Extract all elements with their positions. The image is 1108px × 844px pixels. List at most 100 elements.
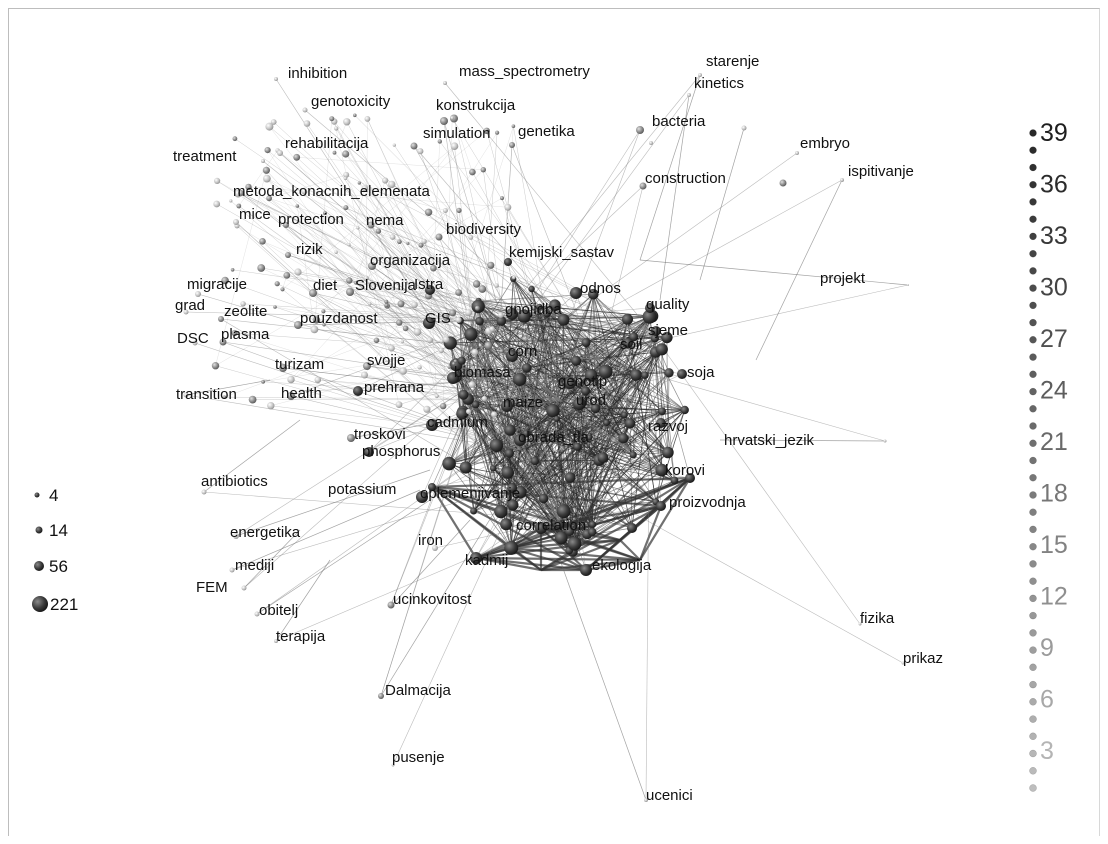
node-label-nema: nema — [366, 212, 404, 229]
network-node — [417, 365, 422, 370]
network-edge — [475, 449, 631, 559]
node-label-oplemenjivanje: oplemenjivanje — [420, 485, 520, 502]
network-edge — [450, 342, 606, 373]
node-label-metoda_konacnih_elemenata: metoda_konacnih_elemenata — [233, 183, 430, 200]
degree-scale-marker — [1029, 232, 1037, 241]
network-node — [283, 272, 291, 279]
node-label-razvoj: razvoj — [648, 418, 688, 435]
network-edge — [261, 267, 442, 351]
network-edge — [540, 558, 641, 572]
node-label-grad: grad — [175, 297, 205, 314]
network-edge — [654, 338, 670, 373]
network-edge — [269, 126, 501, 321]
network-node — [322, 323, 326, 327]
node-label-turizam: turizam — [275, 356, 324, 373]
network-node — [655, 463, 668, 477]
network-node — [556, 504, 571, 519]
node-maize — [501, 400, 513, 412]
network-node — [343, 118, 351, 126]
network-edge — [649, 329, 662, 507]
node-label-korovi: korovi — [665, 462, 705, 479]
network-edge — [334, 121, 400, 405]
node-migracije — [195, 291, 201, 297]
network-edge — [556, 418, 633, 529]
node-soil — [623, 338, 633, 348]
degree-scale-marker — [1029, 749, 1037, 758]
node-iron — [432, 545, 438, 551]
network-edge — [439, 141, 601, 361]
network-node — [511, 124, 516, 128]
node-ispitivanje — [840, 178, 844, 182]
network-node — [522, 429, 531, 438]
network-node — [624, 418, 636, 429]
network-edge — [269, 174, 347, 199]
node-GIS — [423, 317, 435, 329]
node-label-genotoxicity: genotoxicity — [311, 93, 391, 110]
degree-scale-marker — [1029, 767, 1037, 775]
network-edge — [399, 241, 481, 381]
network-edge — [445, 126, 514, 340]
node-label-migracije: migracije — [187, 276, 247, 293]
network-edge — [540, 505, 662, 571]
node-prehrana — [353, 386, 363, 396]
degree-scale-marker — [1029, 180, 1037, 189]
network-node — [343, 176, 348, 181]
node-mice — [233, 219, 239, 225]
network-edge — [479, 320, 646, 376]
network-edge — [334, 152, 561, 401]
node-label-odnos: odnos — [580, 280, 621, 297]
network-edge — [407, 243, 601, 361]
network-edge — [507, 261, 631, 451]
degree-scale-marker — [1029, 422, 1037, 430]
node-kadmij — [470, 552, 482, 564]
node-label-mediji: mediji — [235, 557, 274, 574]
network-node — [406, 241, 410, 245]
network-node — [458, 389, 469, 400]
network-node — [442, 336, 450, 343]
network-edge — [367, 118, 521, 451]
degree-scale-marker — [1029, 473, 1037, 482]
network-edge — [238, 150, 278, 207]
network-edge — [455, 376, 512, 549]
network-node — [442, 208, 448, 213]
network-node — [512, 275, 516, 280]
network-edge — [275, 519, 561, 642]
degree-scale-marker — [1029, 646, 1037, 654]
network-edge — [519, 373, 683, 451]
network-edge — [559, 505, 662, 521]
network-edge — [420, 245, 483, 290]
network-node — [504, 424, 516, 436]
network-node — [221, 276, 229, 285]
network-edge — [378, 231, 400, 323]
network-edge — [492, 319, 564, 469]
node-label-diet: diet — [313, 277, 338, 294]
network-edge — [285, 224, 521, 451]
node-FEM — [241, 585, 247, 591]
degree-scale-marker — [1029, 732, 1037, 741]
degree-scale-tick-9: 9 — [1040, 634, 1054, 662]
network-edge — [719, 439, 886, 442]
network-node — [426, 336, 433, 344]
network-node — [280, 287, 285, 292]
network-edge — [275, 559, 331, 642]
network-edge — [263, 381, 561, 401]
network-node — [384, 299, 389, 304]
network-node — [588, 527, 597, 537]
node-label-quality: quality — [646, 296, 690, 313]
network-edge — [540, 329, 651, 529]
network-edge — [266, 178, 497, 286]
network-node — [389, 234, 396, 240]
degree-scale-tick-36: 36 — [1040, 171, 1068, 199]
network-node — [263, 174, 271, 183]
network-node — [222, 395, 227, 399]
node-label-genetika: genetika — [518, 123, 575, 140]
node-label-soja: soja — [687, 364, 715, 381]
node-label-energetika: energetika — [230, 524, 301, 541]
network-node — [471, 400, 480, 409]
network-edge — [220, 318, 601, 361]
network-edge — [461, 413, 675, 481]
network-node — [230, 268, 235, 272]
node-label-ispitivanje: ispitivanje — [848, 163, 914, 180]
